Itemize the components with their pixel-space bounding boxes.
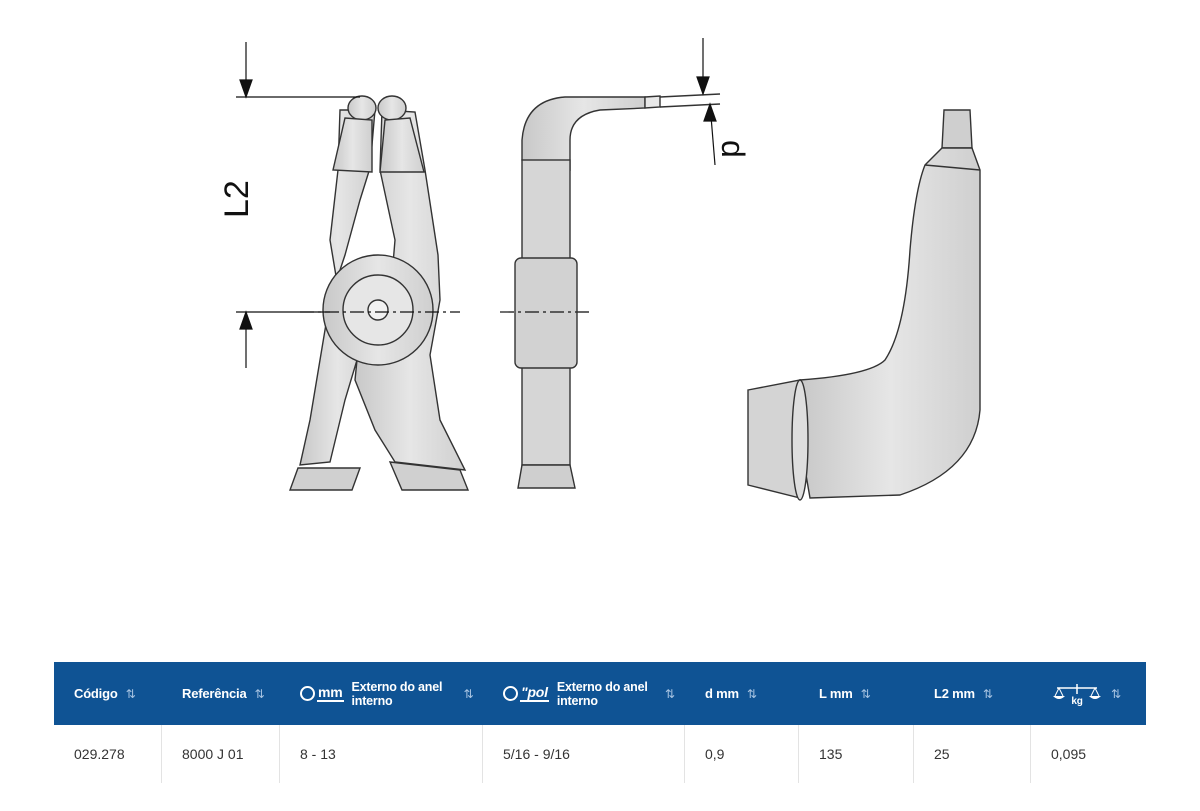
side-view — [500, 93, 721, 489]
mm-unit-tag: mm — [300, 685, 344, 702]
sort-icon[interactable]: ⇅ — [1111, 686, 1121, 701]
cell-l2: 25 — [914, 725, 1031, 783]
cell-d: 0,9 — [685, 725, 799, 783]
col-weight[interactable]: kg ⇅ — [1031, 662, 1146, 725]
col-codigo[interactable]: Código ⇅ — [54, 662, 162, 725]
col-referencia[interactable]: Referência ⇅ — [162, 662, 280, 725]
col-referencia-label: Referência — [182, 686, 247, 701]
col-l2[interactable]: L2 mm ⇅ — [914, 662, 1031, 725]
table-header: Código ⇅ Referência ⇅ mm Externo do anel… — [54, 662, 1146, 725]
technical-drawing: L2 d — [218, 38, 981, 501]
cell-l: 135 — [799, 725, 914, 783]
l2-label: L2 — [218, 180, 256, 218]
scale-icon: kg — [1053, 683, 1101, 706]
sort-icon[interactable]: ⇅ — [254, 686, 265, 701]
col-mm-label: Externo do anel interno — [351, 679, 443, 708]
sort-icon[interactable]: ⇅ — [860, 686, 871, 701]
sort-icon[interactable]: ⇅ — [664, 686, 675, 701]
sort-icon[interactable]: ⇅ — [125, 686, 136, 701]
col-codigo-label: Código — [74, 686, 118, 701]
pol-unit-tag: "pol — [503, 685, 549, 702]
l2-dimension — [236, 42, 460, 368]
front-view — [289, 95, 470, 491]
detail-view — [747, 109, 981, 501]
sort-icon[interactable]: ⇅ — [982, 686, 993, 701]
ring-icon — [300, 686, 315, 701]
col-mm[interactable]: mm Externo do anel interno ⇅ — [280, 662, 483, 725]
col-l2-label: L2 mm — [934, 686, 975, 701]
cell-codigo: 029.278 — [54, 725, 162, 783]
weight-unit: kg — [1071, 696, 1082, 706]
col-d-label: d mm — [705, 686, 739, 701]
cell-referencia: 8000 J 01 — [162, 725, 280, 783]
col-l-label: L mm — [819, 686, 853, 701]
cell-weight: 0,095 — [1051, 746, 1087, 762]
d-label: d — [715, 140, 751, 158]
col-pol-label: Externo do anel interno — [556, 679, 648, 708]
ring-icon — [503, 686, 518, 701]
cell-mm: 8 - 13 — [280, 725, 483, 783]
col-l[interactable]: L mm ⇅ — [799, 662, 914, 725]
sort-icon[interactable]: ⇅ — [746, 686, 757, 701]
sort-icon[interactable]: ⇅ — [463, 686, 474, 701]
spec-table: Código ⇅ Referência ⇅ mm Externo do anel… — [54, 662, 1146, 783]
d-dimension — [696, 38, 717, 166]
col-pol[interactable]: "pol Externo do anel interno ⇅ — [483, 662, 685, 725]
table-row: 029.278 8000 J 01 8 - 13 5/16 - 9/16 0,9… — [54, 725, 1146, 783]
cell-pol: 5/16 - 9/16 — [483, 725, 685, 783]
col-d[interactable]: d mm ⇅ — [685, 662, 799, 725]
pol-unit: "pol — [520, 684, 549, 702]
mm-unit: mm — [317, 684, 344, 702]
